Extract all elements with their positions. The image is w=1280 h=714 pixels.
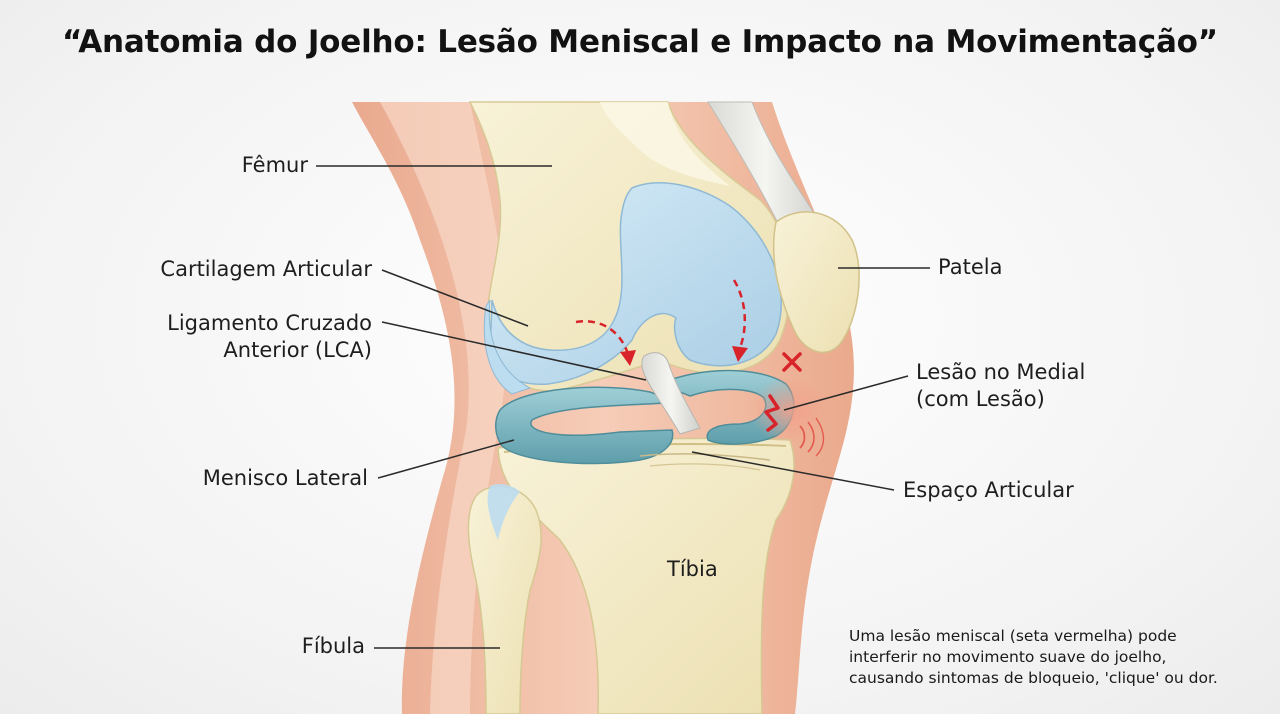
fibula-cartilage: [487, 484, 520, 540]
label-tibia: Tíbia: [667, 557, 718, 581]
patella-bone: [772, 211, 860, 354]
label-espaco-articular: Espaço Articular: [903, 478, 1074, 502]
label-cartilagem-articular: Cartilagem Articular: [160, 257, 372, 281]
femur-shading: [600, 102, 730, 186]
label-fibula: Fíbula: [301, 634, 365, 658]
motion-arrow-medial: [732, 279, 746, 349]
leader-lca: [381, 321, 647, 381]
label-lca: Ligamento Cruzado Anterior (LCA): [167, 310, 372, 364]
injury-x-icon: [782, 352, 802, 372]
caption-line2: interferir no movimento suave do joelho,: [849, 648, 1167, 666]
label-lesao-medial: Lesão no Medial (com Lesão): [916, 359, 1085, 413]
tibia-bone: [497, 437, 795, 714]
leader-espaco: [691, 451, 895, 491]
label-lesao-line1: Lesão no Medial: [916, 360, 1086, 384]
caption-line3: causando sintomas de bloqueio, 'clique' …: [849, 669, 1218, 687]
acl-ligament: [641, 352, 701, 435]
caption-line1: Uma lesão meniscal (seta vermelha) pode: [849, 627, 1177, 645]
leader-menisco-lateral: [377, 439, 515, 479]
arrowhead-icon: [732, 346, 748, 362]
label-femur: Fêmur: [241, 153, 308, 177]
label-lca-line1: Ligamento Cruzado: [167, 311, 372, 335]
label-menisco-lateral: Menisco Lateral: [202, 466, 368, 490]
injury-inflammation: [750, 376, 830, 444]
fibula-bone: [467, 485, 542, 714]
caption-text: Uma lesão meniscal (seta vermelha) pode …: [849, 626, 1218, 689]
leader-lesao: [783, 375, 909, 411]
tear-zigzag-icon: [764, 394, 780, 432]
pain-wave-icon: [807, 421, 815, 453]
motion-arrow-lateral: [575, 320, 630, 355]
pain-wave-icon: [815, 417, 825, 457]
joint-space-line: [649, 463, 761, 471]
label-lca-line2: Anterior (LCA): [223, 338, 372, 362]
arrowhead-icon: [620, 350, 636, 366]
label-lesao-line2: (com Lesão): [916, 387, 1045, 411]
page-title: “Anatomia do Joelho: Lesão Meniscal e Im…: [62, 24, 1218, 60]
lateral-cartilage-rim: [483, 299, 532, 395]
lateral-meniscus: [495, 386, 677, 465]
label-patela: Patela: [938, 255, 1003, 279]
leader-lines: [316, 165, 930, 649]
leader-cartilagem: [381, 269, 529, 327]
pain-wave-icon: [799, 425, 806, 449]
